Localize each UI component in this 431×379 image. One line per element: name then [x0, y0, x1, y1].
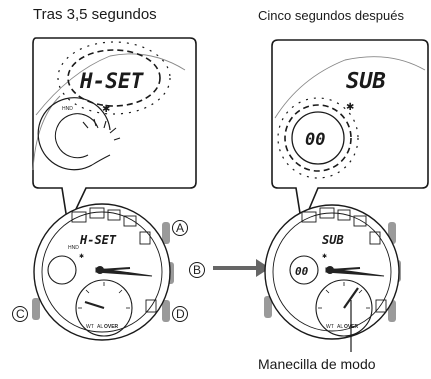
highlight-ring-right [277, 97, 359, 179]
subdial-hand-left [84, 300, 105, 310]
bluetooth-icon-right: ✱ [346, 102, 354, 113]
caption-right: Cinco segundos después [258, 8, 404, 23]
button-label-b: B [193, 263, 201, 277]
face-bluetooth-icon-right: ✱ [322, 253, 327, 260]
bluetooth-icon: ✱ [102, 104, 110, 115]
face-hnd-label: HND [68, 245, 79, 251]
zoom-hnd-label: HND [62, 106, 73, 112]
zoom-display-hset: H-SET [79, 69, 145, 93]
face-display-hset: H-SET [79, 233, 117, 247]
button-labels-left: A B D C [12, 220, 205, 322]
subdial-over-left: OVER [104, 324, 119, 330]
subdial-al-right: AL [337, 324, 343, 330]
caption-left: Tras 3,5 segundos [33, 6, 157, 23]
caption-mode-hand: Manecilla de modo [258, 356, 376, 372]
button-c-left [32, 298, 40, 320]
button-d-left [162, 300, 170, 322]
subdial-wt-right: WT [326, 324, 334, 330]
watch-left: H-SET HND ✱ WT AL OVER [32, 203, 174, 341]
button-label-a: A [176, 221, 184, 235]
button-label-c: C [16, 307, 25, 321]
arrow-right-icon [213, 259, 270, 277]
watch-right: SUB ✱ 00 WT AL OVER [264, 204, 401, 340]
zoom-subdial-digits: 00 [305, 130, 325, 150]
button-label-d: D [176, 307, 185, 321]
face-subdial-digits: 00 [295, 265, 309, 278]
face-display-sub: SUB [322, 233, 344, 247]
mode-hand-right [343, 287, 359, 309]
subdial-al-left: AL [97, 324, 103, 330]
highlight-ring-left [57, 41, 171, 115]
left-callout: H-SET HND ✱ [32, 37, 197, 229]
button-c-right [264, 296, 272, 318]
right-callout: SUB ✱ 00 [271, 39, 429, 229]
button-a-left [162, 222, 170, 244]
zoom-display-sub: SUB [346, 69, 386, 94]
subdial-wt-left: WT [86, 324, 94, 330]
face-bluetooth-icon: ✱ [79, 253, 84, 260]
